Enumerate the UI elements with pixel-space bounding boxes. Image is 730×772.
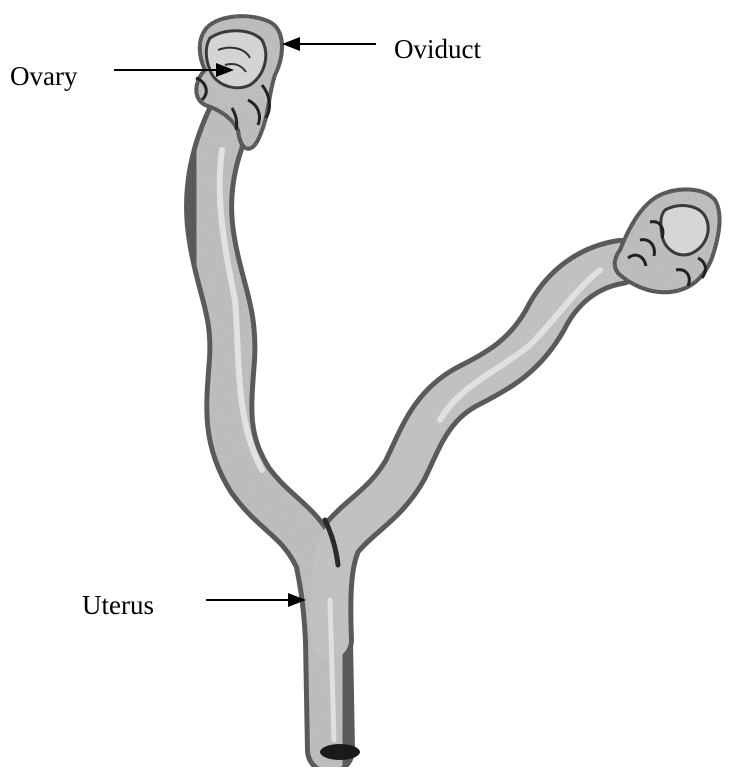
left-uterine-horn <box>209 118 330 750</box>
right-uterine-horn-outline <box>329 262 620 640</box>
cervix-opening <box>320 744 360 760</box>
ovary-label: Ovary <box>10 63 77 90</box>
oviduct-label: Oviduct <box>394 36 481 63</box>
uterus-arrow <box>206 593 306 607</box>
ovary-arrow <box>114 63 234 77</box>
right-uterine-horn <box>329 262 620 640</box>
oviduct-arrow <box>282 37 376 51</box>
right-ovary-oviduct <box>615 189 720 292</box>
uterus-label: Uterus <box>82 592 154 619</box>
